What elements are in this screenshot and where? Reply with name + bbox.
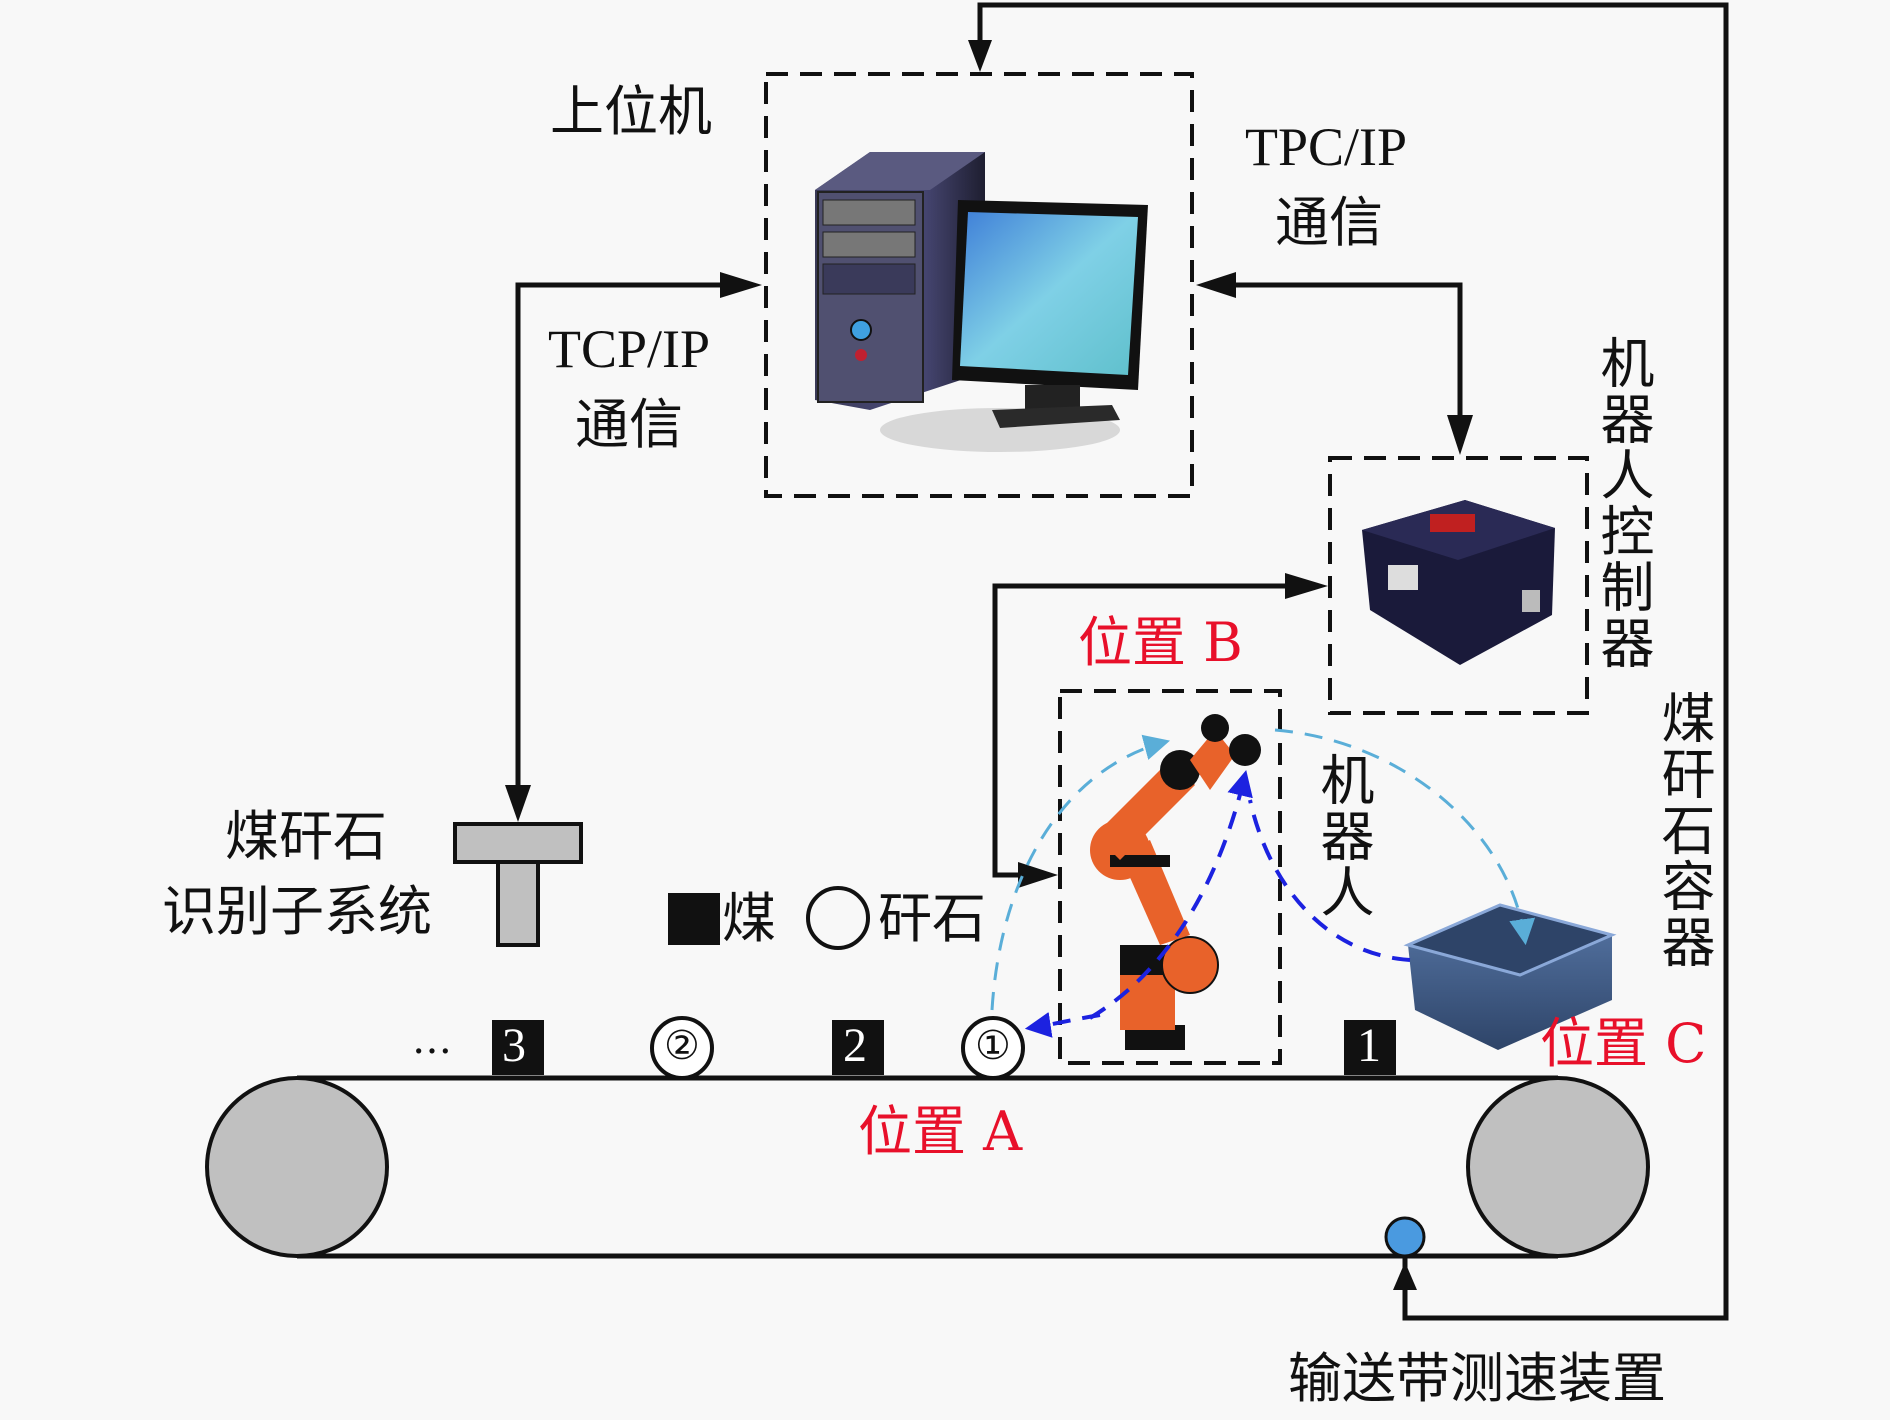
gangue-container-label: 煤矸石容器 bbox=[1652, 690, 1715, 970]
tcp-right-sub-label: 通信 bbox=[1275, 191, 1383, 254]
arrow-to-host-right bbox=[1196, 272, 1236, 298]
robot-path-dark-down bbox=[1024, 1012, 1101, 1038]
belt-ellipsis: … bbox=[412, 1017, 452, 1063]
belt-coal-3 bbox=[492, 1020, 544, 1075]
position-b-label: 位置 B bbox=[1078, 611, 1243, 674]
legend-coal-label: 煤 bbox=[722, 887, 776, 950]
left-roller bbox=[205, 1076, 389, 1258]
host-computer-box bbox=[764, 72, 1194, 498]
belt-items bbox=[492, 1016, 1396, 1080]
robot-path-light-up bbox=[990, 734, 1171, 1011]
arrow-to-sensor bbox=[1393, 1262, 1417, 1290]
arrow-to-controller-left bbox=[1285, 573, 1328, 599]
recognition-label-line1: 煤矸石 bbox=[225, 805, 387, 868]
host-computer-label: 上位机 bbox=[550, 80, 712, 143]
arrow-to-recognition bbox=[505, 785, 531, 822]
recognition-sensor-icon bbox=[453, 822, 583, 947]
right-roller bbox=[1466, 1076, 1650, 1258]
belt-coal-2-label: 2 bbox=[843, 1019, 867, 1072]
robot-path-light-down bbox=[1274, 728, 1536, 946]
robot-controller-label: 机器人控制器 bbox=[1591, 335, 1654, 671]
legend-coal-icon bbox=[668, 893, 720, 945]
belt-gangue-2-label: ② bbox=[664, 1023, 700, 1068]
robot-box bbox=[1058, 689, 1282, 1065]
arrow-to-host bbox=[968, 40, 992, 72]
robot-arm-icon bbox=[1090, 714, 1261, 1050]
robot-label: 机器人 bbox=[1311, 752, 1374, 920]
computer-icon bbox=[815, 152, 1148, 452]
position-a-label: 位置 A bbox=[858, 1100, 1023, 1163]
arrow-to-controller bbox=[1447, 415, 1473, 455]
belt-gangue-1 bbox=[961, 1016, 1025, 1080]
speed-sensor-icon bbox=[1384, 1216, 1426, 1258]
belt-gangue-2 bbox=[650, 1016, 714, 1080]
link-recognition-host bbox=[515, 282, 735, 790]
arrow-to-robot bbox=[1018, 862, 1058, 888]
legend-gangue-icon bbox=[806, 886, 870, 950]
belt-coal-3-label: 3 bbox=[502, 1019, 526, 1072]
recognition-label-line2: 识别子系统 bbox=[162, 880, 432, 943]
legend-gangue-label: 矸石 bbox=[878, 887, 986, 950]
belt-coal-1-label: 1 bbox=[1357, 1019, 1381, 1072]
tcp-left-sub-label: 通信 bbox=[575, 393, 683, 456]
robot-path-dark-up bbox=[1088, 769, 1253, 1020]
speed-device-label: 输送带测速装置 bbox=[1288, 1347, 1666, 1410]
belt-coal-1 bbox=[1344, 1020, 1396, 1075]
position-c-label: 位置 C bbox=[1540, 1012, 1707, 1075]
tcp-left-label: TCP/IP bbox=[548, 319, 711, 379]
robot-controller-box bbox=[1328, 456, 1589, 715]
conveyor-belt bbox=[205, 1075, 1650, 1259]
belt-gangue-1-label: ① bbox=[975, 1023, 1011, 1068]
tcp-right-label: TPC/IP bbox=[1245, 117, 1408, 177]
arrow-to-host-left bbox=[720, 272, 762, 298]
belt-coal-2 bbox=[832, 1020, 884, 1075]
link-host-controller bbox=[1228, 282, 1463, 420]
controller-icon bbox=[1362, 500, 1555, 665]
feedback-line bbox=[977, 2, 1729, 1321]
